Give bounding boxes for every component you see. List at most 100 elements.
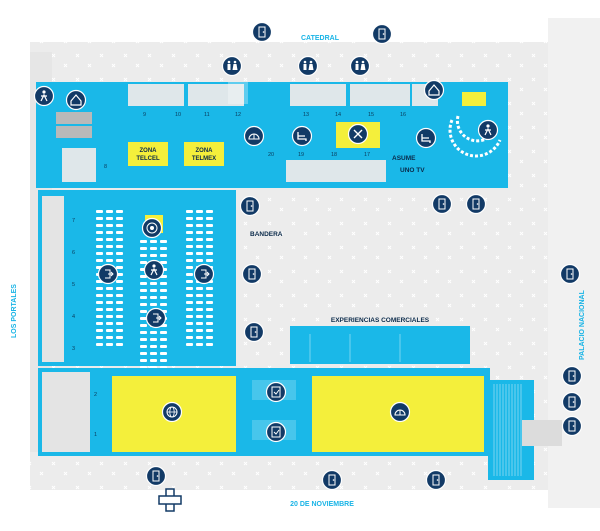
door-icon[interactable] — [371, 23, 393, 45]
door-icon[interactable] — [243, 321, 265, 343]
restroom-icon[interactable] — [221, 55, 243, 77]
seat-block — [106, 252, 113, 255]
exit-icon[interactable] — [145, 307, 167, 329]
asume-label: ASUME — [392, 155, 416, 162]
seat-block — [150, 338, 157, 341]
fan-icon[interactable] — [389, 401, 411, 423]
seat-block — [96, 301, 103, 304]
stand-number-20: 20 — [268, 152, 274, 158]
left-column-number-labels: 7 6 5 4 3 — [72, 218, 75, 352]
seat-block — [116, 224, 123, 227]
booth-number-13: 13 — [303, 112, 309, 118]
top-booth-group-3[interactable] — [290, 84, 346, 106]
zona-telmex-line2: TELMEX — [192, 156, 216, 162]
zona-telmex-booth[interactable] — [184, 142, 224, 166]
seat-block — [116, 343, 123, 346]
door-icon[interactable] — [431, 193, 453, 215]
seat-block — [140, 345, 147, 348]
door-icon[interactable] — [251, 21, 273, 43]
seat-block — [196, 224, 203, 227]
seat-block — [160, 352, 167, 355]
seat-icon[interactable] — [415, 127, 437, 149]
door-icon[interactable] — [465, 193, 487, 215]
seat-block — [96, 217, 103, 220]
booth-number-16: 16 — [400, 112, 406, 118]
street-label-right: PALACIO NACIONAL — [579, 289, 586, 360]
exit-icon[interactable] — [193, 263, 215, 285]
seat-block — [186, 322, 193, 325]
seat-block — [150, 345, 157, 348]
restroom-icon[interactable] — [349, 55, 371, 77]
door-icon[interactable] — [561, 391, 583, 413]
seat-block — [116, 238, 123, 241]
bandera-label: BANDERA — [250, 231, 283, 238]
seat-block — [106, 315, 113, 318]
seat-block — [96, 245, 103, 248]
top-booth-group-2[interactable] — [188, 84, 244, 106]
door-icon[interactable] — [239, 195, 261, 217]
top-booth-group-1[interactable] — [128, 84, 184, 106]
seat-block — [116, 329, 123, 332]
seat-block — [186, 245, 193, 248]
seat-block — [96, 343, 103, 346]
door-icon[interactable] — [561, 415, 583, 437]
experiencias-comerciales-area[interactable] — [290, 326, 470, 364]
seat-block — [186, 273, 193, 276]
seat-block — [186, 301, 193, 304]
seat-block — [160, 240, 167, 243]
seat-block — [186, 336, 193, 339]
theater-icon[interactable] — [243, 125, 265, 147]
top-booth-group-4[interactable] — [350, 84, 410, 106]
seat-block — [206, 343, 213, 346]
globe-icon[interactable] — [161, 401, 183, 423]
first-aid-icon[interactable] — [158, 488, 182, 512]
seat-block — [186, 217, 193, 220]
exit-icon[interactable] — [97, 263, 119, 285]
door-icon[interactable] — [559, 263, 581, 285]
home-icon[interactable] — [65, 89, 87, 111]
seat-block — [116, 308, 123, 311]
target-icon[interactable] — [141, 217, 163, 239]
restroom-icon[interactable] — [297, 55, 319, 77]
door-icon[interactable] — [321, 469, 343, 491]
accessibility-icon[interactable] — [33, 85, 55, 107]
seat-block — [106, 217, 113, 220]
tools-icon[interactable] — [347, 123, 369, 145]
door-icon[interactable] — [561, 365, 583, 387]
zona-telmex-line1: ZONA — [196, 148, 214, 154]
zona-telcel-booth[interactable] — [128, 142, 168, 166]
seat-block — [106, 322, 113, 325]
asume-area — [286, 160, 386, 182]
seat-block — [196, 238, 203, 241]
seat-block — [186, 259, 193, 262]
seat-block — [96, 294, 103, 297]
seat-block — [206, 231, 213, 234]
stage-yellow — [462, 92, 486, 106]
home-icon[interactable] — [423, 79, 445, 101]
seat-block — [106, 231, 113, 234]
top-row-number-labels: 9 10 11 12 13 14 15 16 20 19 18 17 8 — [104, 112, 406, 170]
seat-block — [140, 254, 147, 257]
door-icon[interactable] — [241, 263, 263, 285]
seat-block — [196, 259, 203, 262]
checklist-icon[interactable] — [265, 381, 287, 403]
seat-block — [206, 301, 213, 304]
seat-icon[interactable] — [291, 125, 313, 147]
top-divider — [228, 82, 248, 104]
seat-block — [96, 259, 103, 262]
seat-block — [160, 282, 167, 285]
seat-block — [206, 245, 213, 248]
zona-telcel-line2: TELCEL — [136, 156, 160, 162]
stand-number-17: 17 — [364, 152, 370, 158]
checklist-icon[interactable] — [265, 421, 287, 443]
seat-block — [140, 317, 147, 320]
door-icon[interactable] — [425, 469, 447, 491]
person-icon[interactable] — [477, 119, 499, 141]
seat-block — [196, 252, 203, 255]
person-icon[interactable] — [143, 259, 165, 281]
seat-block — [116, 280, 123, 283]
door-icon[interactable] — [145, 465, 167, 487]
seat-block — [150, 296, 157, 299]
seat-block — [196, 329, 203, 332]
seat-block — [160, 359, 167, 362]
